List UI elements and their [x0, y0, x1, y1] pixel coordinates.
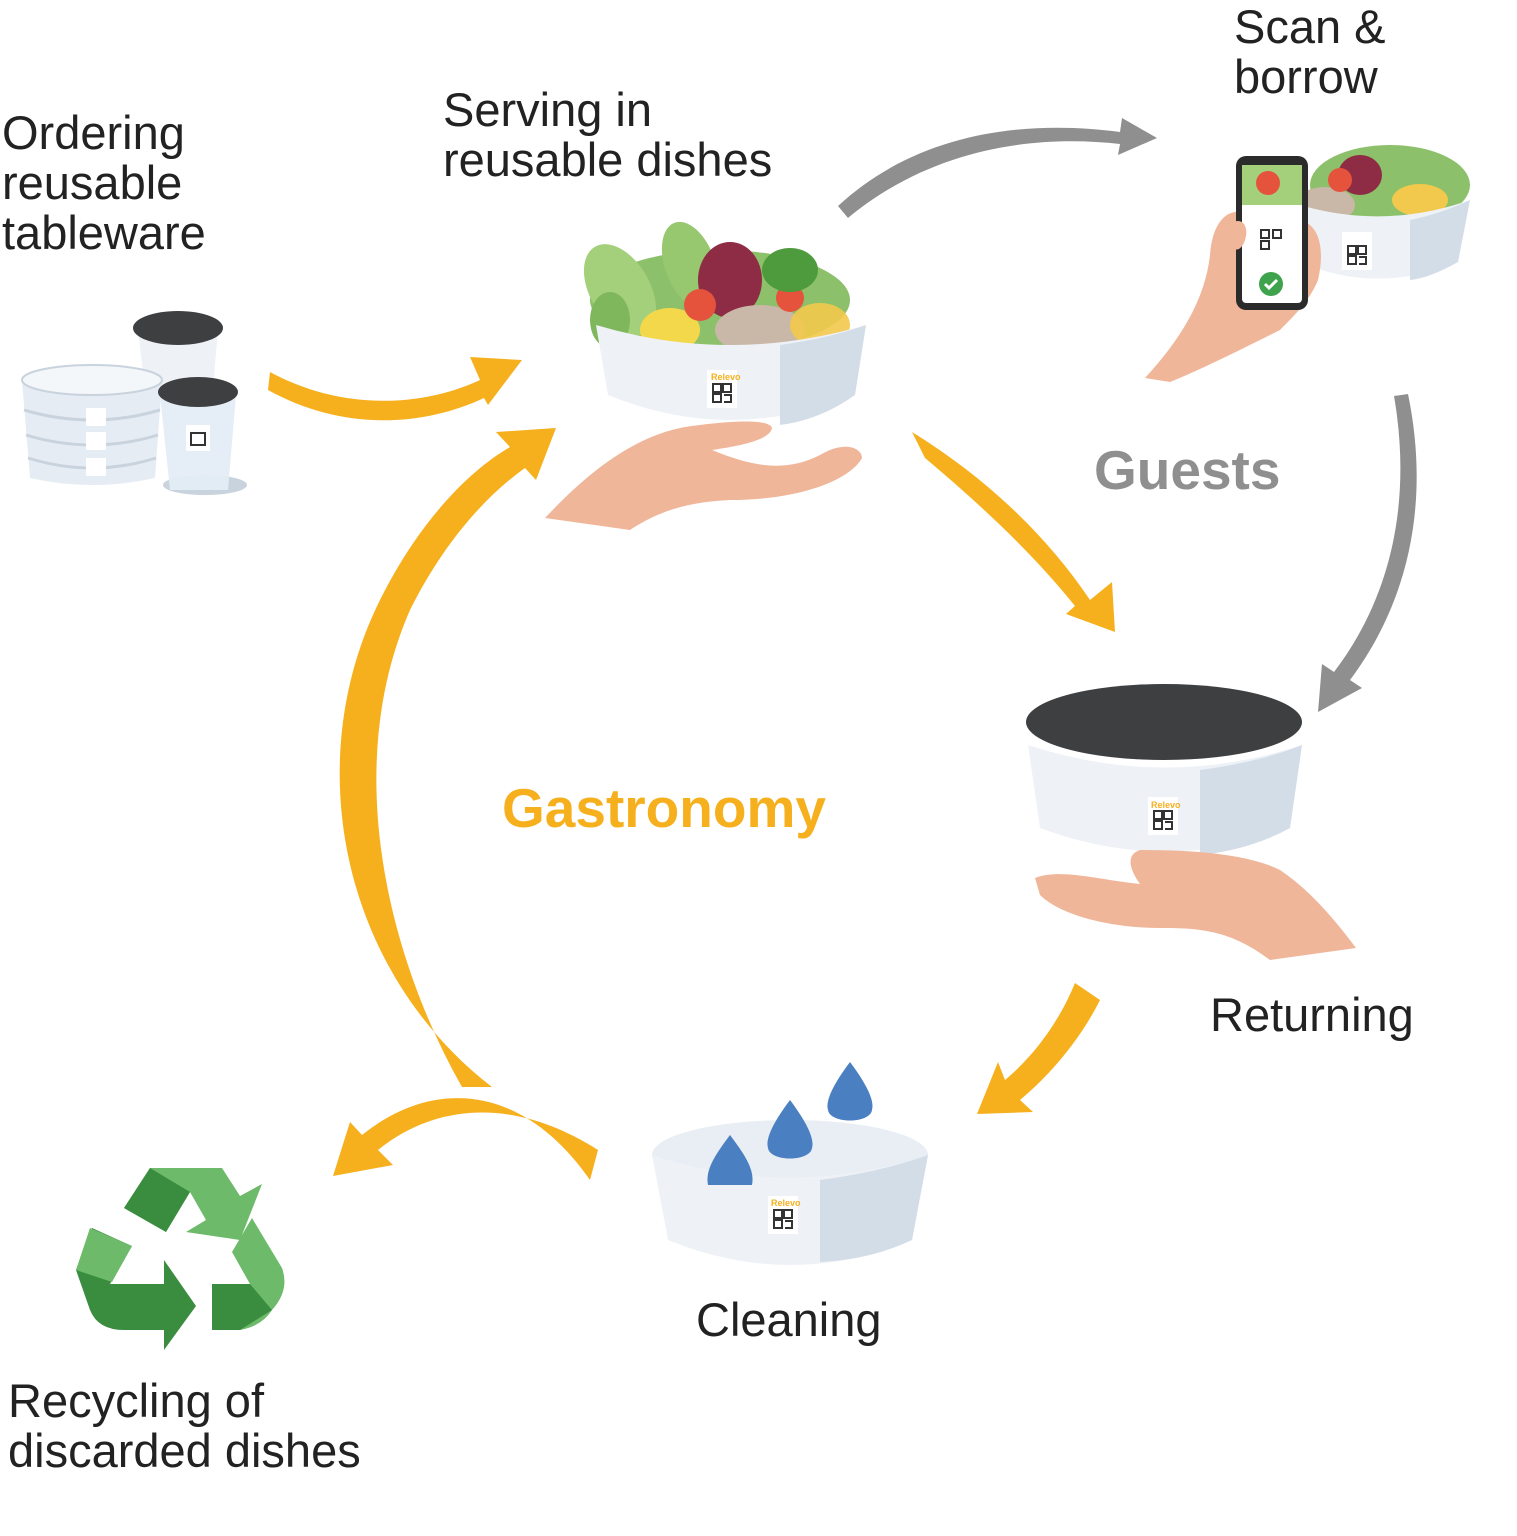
label-scan-borrow: Scan & borrow	[1234, 0, 1386, 103]
label-recycling: Recycling of discarded dishes	[8, 1374, 361, 1477]
brand-tag: Relevo	[1151, 800, 1181, 810]
arrow-cleaning-to-serving	[339, 428, 556, 1087]
recycle-icon	[76, 1168, 285, 1350]
label-serving: Serving in reusable dishes	[443, 83, 773, 186]
arrow-serving-to-scan	[838, 118, 1157, 218]
serving-bowl-image	[545, 221, 866, 530]
arrow-returning-to-cleaning	[977, 983, 1100, 1114]
arrow-cleaning-to-recycling	[333, 1098, 598, 1180]
water-drops-icon	[707, 1062, 873, 1185]
returning-bowl-image	[1026, 684, 1356, 960]
label-ordering: Ordering reusable tableware	[2, 106, 206, 259]
arrow-serving-to-returning	[912, 432, 1115, 632]
brand-tag: Relevo	[771, 1198, 801, 1208]
label-guests: Guests	[1094, 439, 1281, 501]
arrow-scan-to-returning	[1318, 394, 1417, 712]
brand-tag: Relevo	[711, 372, 741, 382]
guests-arrows	[838, 118, 1417, 712]
label-cleaning: Cleaning	[696, 1293, 882, 1346]
brand-tags: Relevo Relevo Relevo	[711, 372, 1181, 1208]
gastronomy-arrows	[268, 357, 1115, 1180]
tableware-stack-image	[21, 311, 247, 495]
scan-borrow-image	[1145, 145, 1470, 382]
arrow-ordering-to-serving	[268, 357, 522, 421]
label-returning: Returning	[1210, 988, 1414, 1041]
cleaning-bowl-image	[652, 1062, 928, 1265]
label-gastronomy: Gastronomy	[502, 777, 826, 839]
